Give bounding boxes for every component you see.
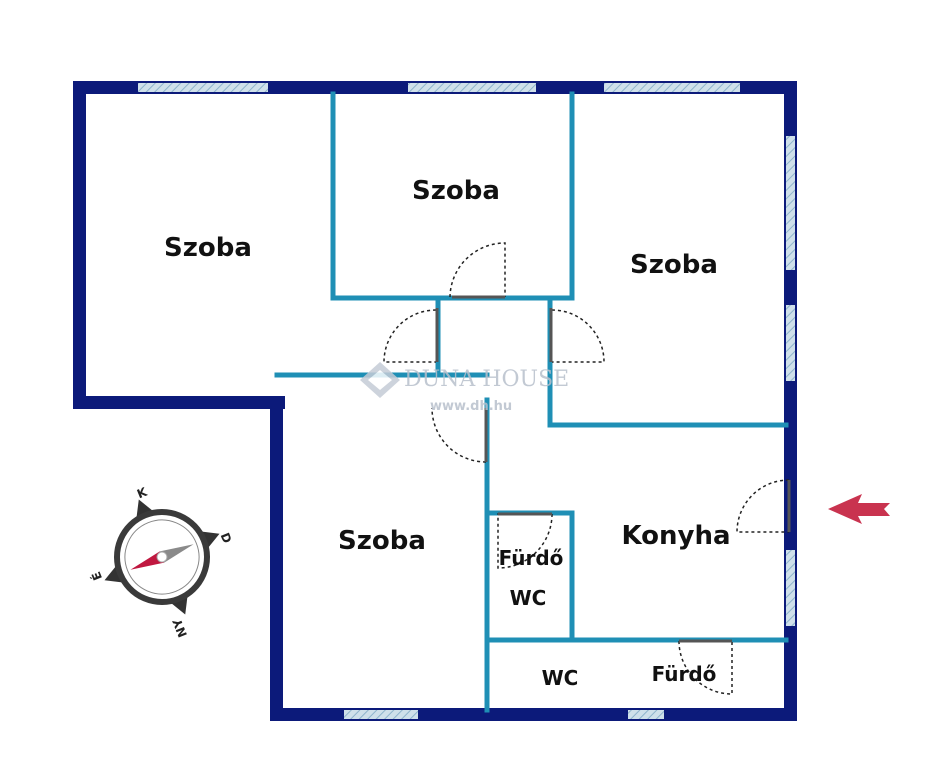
watermark-brand: DUNA HOUSE — [404, 367, 569, 392]
duna-house-logo-icon — [360, 362, 400, 398]
room-label-bath-wc-line1: Fürdő — [499, 546, 564, 570]
window-top-3 — [604, 83, 740, 92]
room-label-top-middle: Szoba — [412, 176, 500, 206]
window-right-1 — [786, 136, 795, 270]
compass-label-east: D — [218, 531, 235, 546]
room-label-kitchen: Konyha — [621, 521, 730, 551]
doors — [383, 242, 790, 695]
compass-label-north: K — [135, 485, 150, 502]
room-label-top-left: Szoba — [164, 233, 252, 263]
room-label-wc: WC — [542, 666, 579, 690]
windows — [138, 83, 795, 719]
watermark-url: www.dh.hu — [430, 399, 512, 414]
compass-label-south: NY — [170, 616, 190, 639]
window-top-1 — [138, 83, 268, 92]
window-right-2 — [786, 305, 795, 381]
compass-label-west: É — [88, 570, 105, 583]
room-label-right: Szoba — [630, 250, 718, 280]
entrance-arrow-icon — [828, 494, 890, 524]
window-right-3 — [786, 550, 795, 626]
door-hall-right — [551, 309, 605, 363]
door-entrance — [736, 479, 790, 533]
compass-icon — [104, 499, 220, 615]
door-bottom-left — [431, 407, 487, 463]
room-label-bathroom: Fürdő — [652, 662, 717, 686]
window-bottom-1 — [344, 710, 418, 719]
room-label-bottom-left: Szoba — [338, 526, 426, 556]
door-bath-wc — [497, 513, 553, 569]
door-leaves — [435, 295, 791, 643]
window-bottom-2 — [628, 710, 664, 719]
inner-walls — [274, 91, 789, 713]
door-hall-left — [383, 309, 437, 363]
window-top-2 — [408, 83, 536, 92]
watermark: DUNA HOUSE www.dh.hu — [360, 362, 569, 414]
door-top-middle — [449, 242, 506, 298]
room-label-bath-wc-line2: WC — [510, 586, 547, 610]
